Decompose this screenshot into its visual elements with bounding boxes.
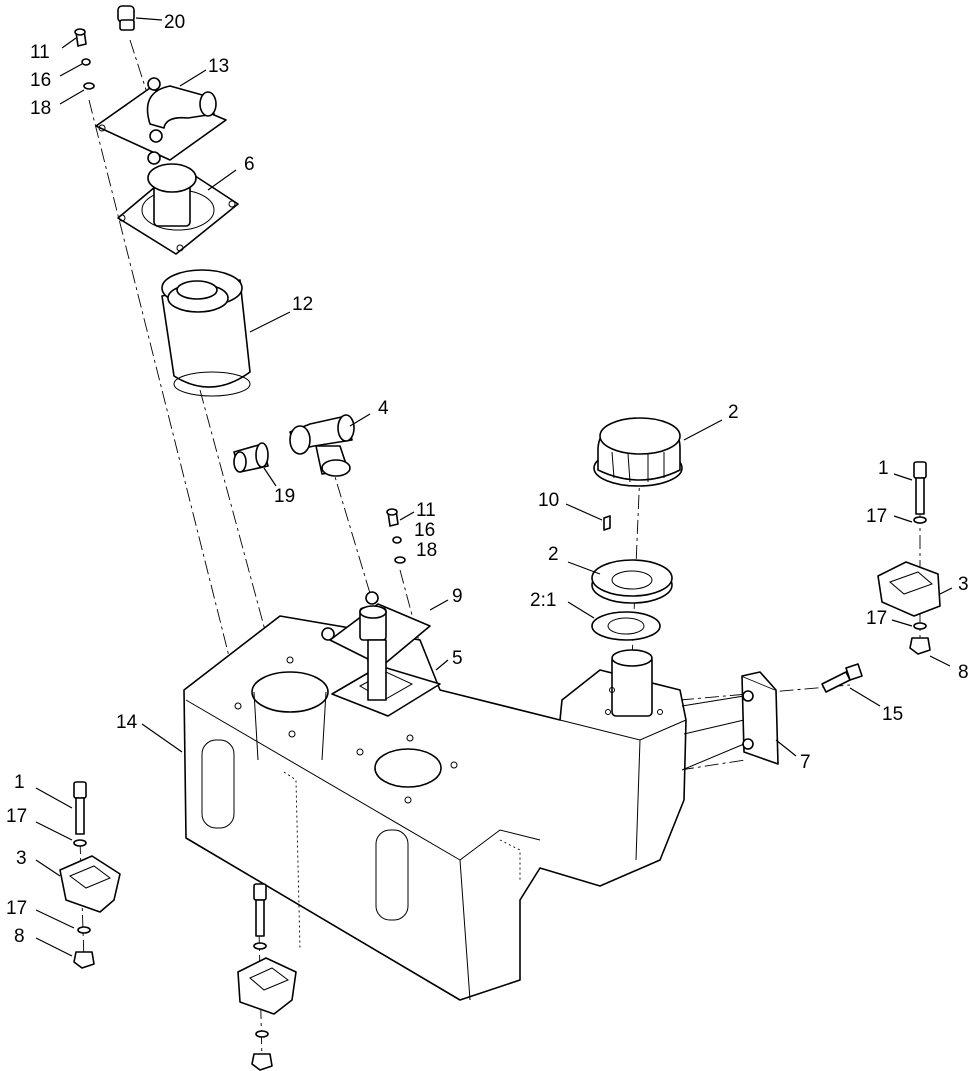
callout-8-left: 8 <box>14 926 25 947</box>
callout-11: 11 <box>30 42 50 63</box>
callout-labels: 20 11 16 18 13 6 12 4 19 11 16 18 9 5 2 … <box>6 12 969 947</box>
callout-6: 6 <box>244 154 255 175</box>
hardware-top-left <box>74 28 95 90</box>
sensor <box>821 663 863 693</box>
callout-15: 15 <box>882 704 903 725</box>
callout-7: 7 <box>800 752 811 773</box>
callout-8-right: 8 <box>958 662 969 683</box>
bracket <box>681 671 779 771</box>
callout-9: 9 <box>452 586 463 607</box>
callout-1-left: 1 <box>14 772 25 793</box>
callout-16: 16 <box>30 70 51 91</box>
hardware-middle <box>386 508 406 564</box>
callout-14: 14 <box>116 712 138 733</box>
callout-2-1: 2:1 <box>530 590 556 611</box>
filter-head-plate <box>117 163 239 255</box>
callout-3-right: 3 <box>958 574 969 595</box>
callout-1-right: 1 <box>878 458 889 479</box>
callout-20: 20 <box>164 12 185 33</box>
top-fitting <box>117 5 135 31</box>
callout-3-left: 3 <box>16 848 27 869</box>
callout-16-mid: 16 <box>414 520 435 541</box>
callout-19: 19 <box>274 486 295 507</box>
callout-2-cap: 2 <box>728 402 739 423</box>
callout-10: 10 <box>538 490 559 511</box>
callout-17-left-top: 17 <box>6 806 27 827</box>
callout-5: 5 <box>452 648 463 669</box>
mount-right <box>877 461 941 655</box>
callout-18-mid: 18 <box>416 540 437 561</box>
callout-18: 18 <box>30 98 51 119</box>
callout-17-right-top: 17 <box>866 506 887 527</box>
callout-17-right-bottom: 17 <box>866 608 887 629</box>
mount-bottom <box>237 883 297 1071</box>
callout-2-ring: 2 <box>548 544 559 565</box>
callout-12: 12 <box>292 294 313 315</box>
elbow-plate <box>95 77 227 165</box>
leader-lines <box>35 17 953 957</box>
mount-left <box>59 781 121 969</box>
plate-and-gasket <box>321 591 441 717</box>
cap-assembly <box>591 417 683 641</box>
tank-body <box>183 615 687 1001</box>
filter-element <box>161 269 251 397</box>
callout-17-left-bottom: 17 <box>6 898 27 919</box>
tee-fitting <box>233 414 355 477</box>
callout-11-mid: 11 <box>416 500 436 521</box>
callout-13: 13 <box>208 56 229 77</box>
callout-4: 4 <box>378 398 389 419</box>
